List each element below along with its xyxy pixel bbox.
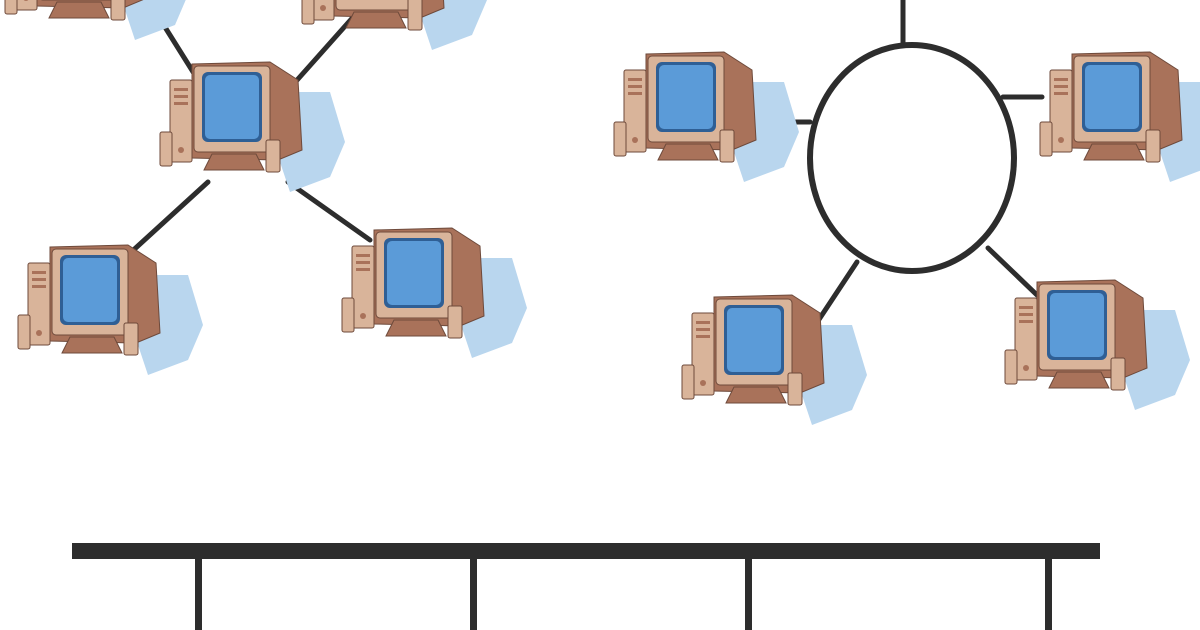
star-link-top-right: [287, 12, 358, 91]
computer-icon-star-bottom-right: [341, 227, 528, 359]
bus-topology: [72, 543, 1100, 630]
computer-icon-ring-bottom-left: [681, 294, 868, 426]
star-links: [125, 0, 373, 258]
bus-drop-2: [470, 559, 477, 630]
star-link-bottom-right: [285, 179, 373, 243]
computer-icon-star-top-left: [4, 0, 191, 41]
star-topology: [4, 0, 528, 376]
computer-icon-ring-left: [613, 51, 800, 183]
ring-topology: [613, 0, 1200, 426]
ring-link-bottom-right: [985, 245, 1041, 299]
ring-loop: [807, 42, 1017, 274]
computer-icon-ring-right: [1039, 51, 1200, 183]
bus-drop-1: [195, 559, 202, 630]
ring-links: [762, 0, 1045, 333]
computer-icon-ring-bottom-right: [1004, 279, 1191, 411]
computer-icon-star-bottom-left: [17, 244, 204, 376]
computer-icon-star-hub: [159, 61, 346, 193]
bus-drop-4: [1045, 559, 1052, 630]
bus-backbone: [72, 543, 1100, 559]
star-link-bottom-left: [125, 179, 211, 258]
bus-drop-3: [745, 559, 752, 630]
